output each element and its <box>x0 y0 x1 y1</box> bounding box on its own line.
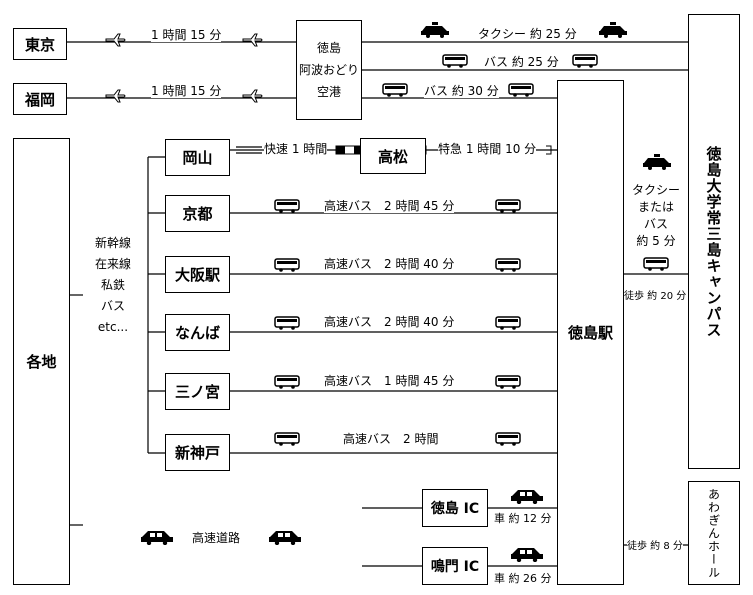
station-campus-line-3: バス <box>643 217 668 231</box>
walk-hall-label: 徒歩 約 8 分 <box>627 540 683 554</box>
plane-icon <box>105 33 126 47</box>
taxi-icon <box>643 154 671 170</box>
kyoto-bus-label: 高速バス 2 時間 45 分 <box>324 199 455 213</box>
sannomiya-bus-label: 高速バス 1 時間 45 分 <box>324 374 455 388</box>
node-tokyo: 東京 <box>13 28 67 60</box>
ltd-express-label: 特急 1 時間 10 分 <box>438 142 537 156</box>
node-campus: 徳島大学常三島キャンパス <box>688 14 740 469</box>
taxi-icon <box>421 22 449 38</box>
node-shinkobe: 新神戸 <box>165 434 230 471</box>
bus-icon <box>274 432 300 446</box>
bus-icon <box>274 199 300 213</box>
shinkobe-bus-label: 高速バス 2 時間 <box>343 432 439 446</box>
bus-icon <box>382 83 408 97</box>
station-campus-line-1: タクシー <box>631 183 680 197</box>
bus-icon <box>442 54 468 68</box>
car-icon <box>141 531 173 545</box>
bus-icon <box>495 432 521 446</box>
rapid-label: 快速 1 時間 <box>264 142 328 156</box>
car-naruto-ic-label: 車 約 26 分 <box>494 572 552 586</box>
node-kakuchi: 各地 <box>13 138 70 585</box>
bus-icon <box>495 199 521 213</box>
node-airport: 徳島 阿波おどり 空港 <box>296 20 362 120</box>
car-tokushima-ic-label: 車 約 12 分 <box>494 512 552 526</box>
node-tokushima-station: 徳島駅 <box>557 80 624 585</box>
mode-shitetsu: 私鉄 <box>100 278 125 292</box>
plane-icon <box>242 33 263 47</box>
station-campus-line-4: 約 5 分 <box>636 234 676 248</box>
bus-airport-campus-label: バス 約 25 分 <box>484 55 559 69</box>
mode-etc: etc... <box>97 320 129 334</box>
node-hall: あわぎんホール <box>688 481 740 585</box>
bus-icon <box>274 316 300 330</box>
plane-icon <box>105 89 126 103</box>
bus-icon <box>572 54 598 68</box>
bus-icon <box>495 375 521 389</box>
node-kyoto: 京都 <box>165 195 230 232</box>
bus-icon <box>495 316 521 330</box>
bus-icon <box>643 257 669 271</box>
taxi-airport-label: タクシー 約 25 分 <box>478 27 577 41</box>
node-fukuoka: 福岡 <box>13 83 67 115</box>
bus-airport-station-label: バス 約 30 分 <box>424 84 499 98</box>
node-osaka: 大阪駅 <box>165 256 230 293</box>
expressway-label: 高速道路 <box>192 531 241 545</box>
node-tokushima-ic: 徳島 IC <box>422 489 488 527</box>
fukuoka-flight-label: 1 時間 15 分 <box>151 84 222 98</box>
station-campus-line-2: または <box>637 200 674 214</box>
bus-icon <box>495 258 521 272</box>
tokyo-flight-label: 1 時間 15 分 <box>151 28 222 42</box>
transport-modes: 新幹線 在来線 私鉄 バス etc... <box>85 233 141 338</box>
station-campus-info: タクシー または バス 約 5 分 <box>624 182 688 250</box>
bus-icon <box>274 375 300 389</box>
mode-zairaisen: 在来線 <box>94 257 131 271</box>
node-okayama: 岡山 <box>165 139 230 176</box>
car-icon <box>511 548 543 562</box>
plane-icon <box>242 89 263 103</box>
mode-shinkansen: 新幹線 <box>94 236 131 250</box>
bus-icon <box>508 83 534 97</box>
node-sannomiya: 三ノ宮 <box>165 373 230 410</box>
node-namba: なんば <box>165 314 230 351</box>
node-takamatsu: 高松 <box>360 138 426 174</box>
taxi-icon <box>599 22 627 38</box>
walk-campus-label: 徒歩 約 20 分 <box>624 291 687 302</box>
osaka-bus-label: 高速バス 2 時間 40 分 <box>324 257 455 271</box>
mode-bus: バス <box>100 299 125 313</box>
car-icon <box>269 531 301 545</box>
node-naruto-ic: 鳴門 IC <box>422 547 488 585</box>
airport-line-3: 空港 <box>316 85 341 99</box>
airport-line-1: 徳島 <box>316 41 341 55</box>
bus-icon <box>274 258 300 272</box>
namba-bus-label: 高速バス 2 時間 40 分 <box>324 315 455 329</box>
car-icon <box>511 490 543 504</box>
airport-line-2: 阿波おどり <box>298 63 359 77</box>
